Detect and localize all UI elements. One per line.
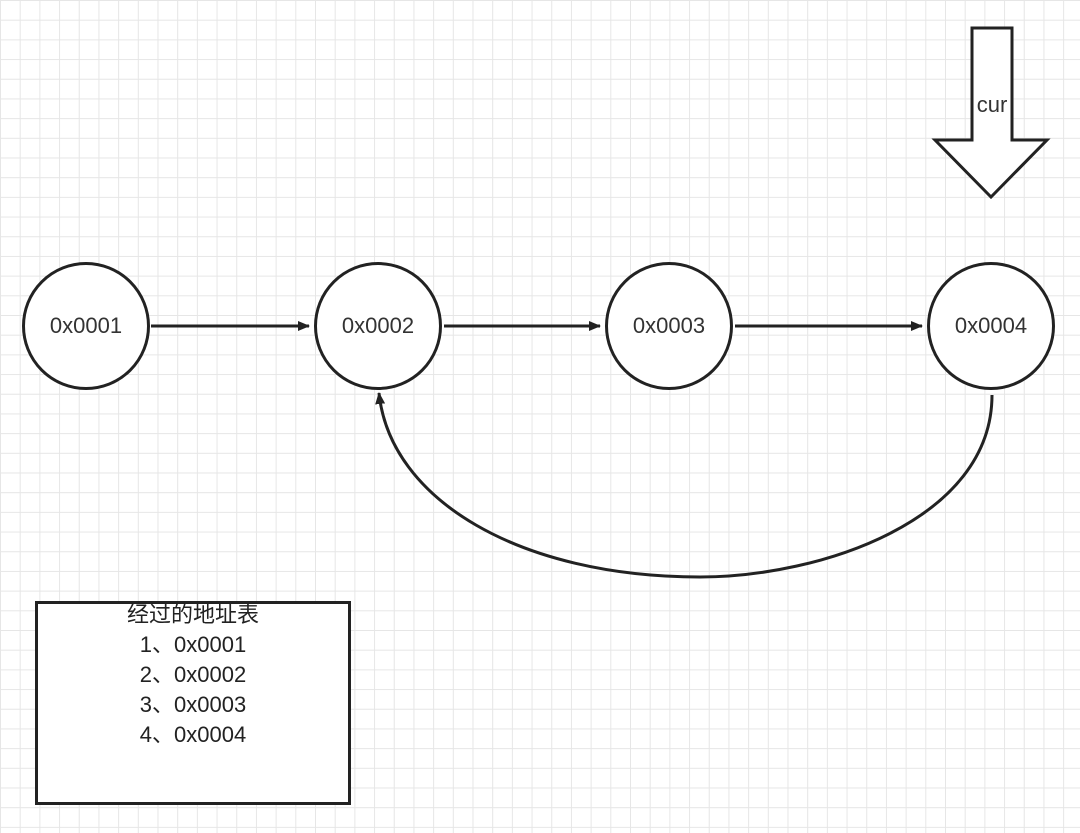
address-table-title: 经过的地址表 <box>126 602 259 627</box>
address-table-row: 4、0x0004 <box>139 722 247 747</box>
cur-pointer-label: cur <box>976 92 1008 117</box>
list-node-0x0001: 0x0001 <box>22 262 150 390</box>
address-table-row: 3、0x0003 <box>139 692 247 717</box>
list-node-0x0004: 0x0004 <box>927 262 1055 390</box>
list-node-0x0002: 0x0002 <box>314 262 442 390</box>
address-table-row: 1、0x0001 <box>139 632 247 657</box>
list-node-0x0003: 0x0003 <box>605 262 733 390</box>
node-label: 0x0003 <box>632 313 706 338</box>
node-label: 0x0004 <box>954 313 1028 338</box>
address-table: 经过的地址表 1、0x0001 2、0x0002 3、0x0003 4、0x00… <box>35 601 351 805</box>
cur-pointer-arrow <box>931 26 1051 200</box>
address-table-row: 2、0x0002 <box>139 662 247 687</box>
node-label: 0x0001 <box>49 313 123 338</box>
edge-0x0004-0x0002 <box>375 392 994 579</box>
node-label: 0x0002 <box>341 313 415 338</box>
